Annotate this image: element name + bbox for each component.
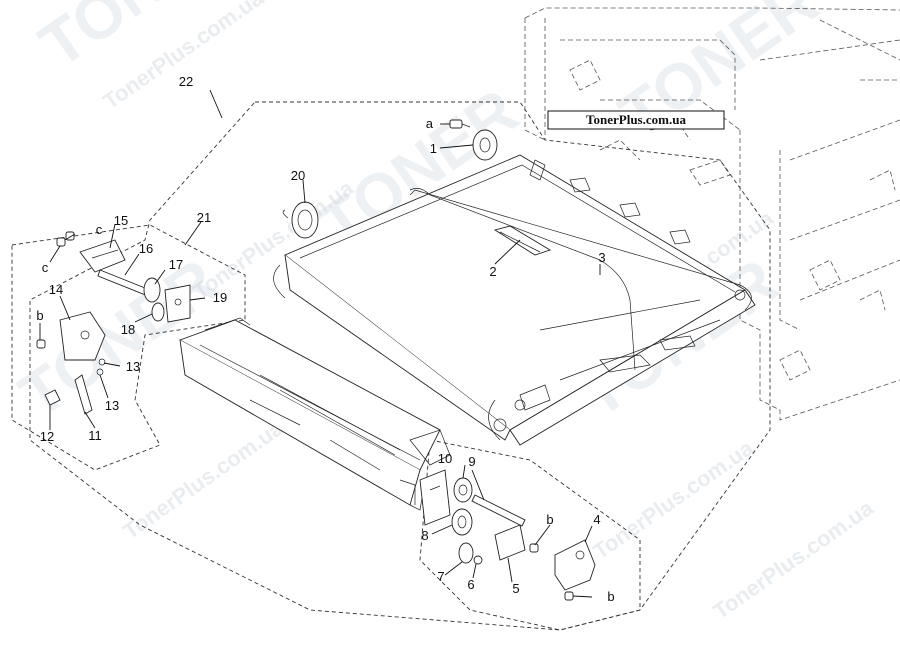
callout-2: 2 (489, 264, 496, 279)
plate-19 (164, 284, 191, 323)
callout-10: 10 (438, 451, 452, 466)
callout-1: 1 (430, 141, 437, 156)
callout-16: 16 (139, 241, 153, 256)
callout-c-lower: c (42, 260, 49, 275)
screw-c (56, 231, 75, 247)
brand-label-text: TonerPlus.com.ua (586, 112, 686, 127)
bracket-4 (554, 539, 596, 591)
watermark-site: TonerPlus.com.ua (709, 495, 879, 624)
callout-b-lower: b (546, 512, 553, 527)
gear-8 (451, 508, 473, 536)
assembly-boundary-lower (419, 439, 641, 631)
leader-lines (39, 89, 601, 598)
printer-chassis (524, 7, 900, 421)
callout-13-lower: 13 (105, 398, 119, 413)
callout-21: 21 (197, 210, 211, 225)
holder-15 (79, 239, 126, 273)
gear-18 (151, 302, 165, 322)
gear-10 (453, 477, 473, 503)
callout-22: 22 (179, 74, 193, 89)
sensor-bracket (493, 225, 552, 256)
callout-c-upper: c (96, 222, 103, 237)
callout-labels: a 1 2 3 4 5 6 7 8 9 10 11 12 13 13 14 15… (36, 74, 614, 604)
callout-8: 8 (421, 528, 428, 543)
shaft-9 (471, 494, 526, 527)
transfer-belt-unit (273, 154, 756, 446)
callout-4: 4 (593, 512, 600, 527)
callout-9: 9 (468, 454, 475, 469)
rear-bracket (419, 469, 451, 526)
gear-17 (143, 277, 161, 303)
callout-a: a (426, 116, 434, 131)
screw-b-left (36, 339, 46, 349)
callout-14: 14 (49, 282, 63, 297)
callout-3: 3 (598, 250, 605, 265)
gear-1 (472, 129, 498, 161)
brand-label: TonerPlus.com.ua (547, 110, 725, 130)
gear-20 (282, 201, 319, 239)
belt-rail-assembly (178, 317, 451, 511)
callout-7: 7 (437, 569, 444, 584)
callout-18: 18 (121, 322, 135, 337)
lever-11 (74, 374, 93, 415)
ring-6 (473, 555, 483, 565)
callout-6: 6 (467, 577, 474, 592)
callout-12: 12 (40, 429, 54, 444)
callout-19: 19 (213, 290, 227, 305)
plate-5 (494, 524, 526, 561)
callout-15: 15 (114, 213, 128, 228)
watermark-site: TonerPlus.com.ua (119, 415, 289, 544)
wire-harness (409, 188, 636, 371)
callout-11: 11 (88, 428, 102, 443)
bracket-14 (59, 311, 106, 361)
gear-7 (458, 542, 474, 564)
callout-b-bottom: b (607, 589, 614, 604)
watermark-site: TonerPlus.com.ua (589, 435, 759, 564)
callout-17: 17 (169, 257, 183, 272)
callout-13-upper: 13 (126, 359, 140, 374)
callout-5: 5 (512, 581, 519, 596)
clip-12 (44, 389, 61, 406)
callout-20: 20 (291, 168, 305, 183)
callout-b-left: b (36, 308, 43, 323)
